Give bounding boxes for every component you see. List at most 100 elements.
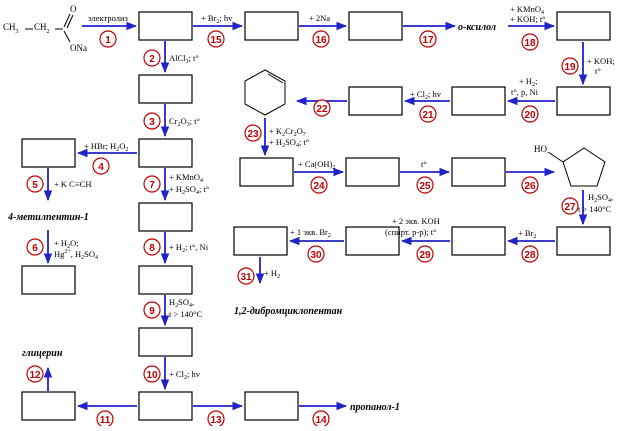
compound-boxes <box>21 11 611 421</box>
box-r2-left <box>348 86 403 116</box>
step-6: 6 <box>26 238 44 256</box>
svg-text:9: 9 <box>149 306 155 317</box>
label-step-4: + HBr; H2O2 <box>84 141 128 153</box>
svg-text:28: 28 <box>524 250 536 261</box>
label-step-1: электролиз <box>88 13 129 23</box>
label-step-25: t° <box>421 159 427 169</box>
svg-text:13: 13 <box>210 415 222 426</box>
box-r3-3 <box>451 157 506 187</box>
label-step-9a: H2SO4, <box>169 297 194 309</box>
step-27: 27 <box>561 197 579 215</box>
label-step-15: + Br2; hv <box>201 13 233 25</box>
box-r4-right <box>556 226 611 256</box>
product-propanol: пропанол-1 <box>350 402 400 413</box>
box-c-5 <box>138 265 193 295</box>
label-step-30: + 1 экв. Br2 <box>290 227 331 239</box>
svg-text:25: 25 <box>419 181 431 192</box>
cyclohexene-structure <box>244 69 286 116</box>
svg-text:1: 1 <box>105 35 111 46</box>
svg-text:5: 5 <box>32 180 38 191</box>
step-21: 21 <box>419 105 437 123</box>
box-left-2 <box>21 265 76 295</box>
step-11: 11 <box>96 410 114 428</box>
label-step-18b: + KOH; t° <box>510 14 546 24</box>
label-step-20b: t°, p, Ni <box>511 87 539 97</box>
product-names: о-ксилол 4-метилпентин-1 глицерин пропан… <box>7 22 496 413</box>
label-step-18a: + KMnO4 <box>510 4 544 16</box>
step-7: 7 <box>143 175 161 193</box>
step-5: 5 <box>26 175 44 193</box>
label-step-3: Cr2O3; t° <box>169 116 200 128</box>
box-r4-mid <box>451 226 506 256</box>
step-19: 19 <box>561 57 579 75</box>
svg-text:23: 23 <box>247 129 259 140</box>
label-step-7a: + KMnO4 <box>169 172 203 184</box>
reaction-arrows <box>43 21 588 411</box>
svg-text:14: 14 <box>315 415 327 426</box>
box-r3-2 <box>345 157 400 187</box>
label-step-16: + 2Na <box>309 13 330 23</box>
step-16: 16 <box>312 30 330 48</box>
box-c-4 <box>138 202 193 232</box>
box-r1-c2 <box>244 11 299 41</box>
label-step-9b: t > 140°C <box>169 309 203 319</box>
label-step-23b: + H2SO4; t° <box>269 137 309 149</box>
svg-text:20: 20 <box>524 110 536 121</box>
box-r4-2 <box>345 226 400 256</box>
label-step-5: + K C≡CH <box>54 179 91 189</box>
product-methylpentyne: 4-метилпентин-1 <box>7 212 89 223</box>
step-30: 30 <box>307 245 325 263</box>
svg-text:CH3: CH3 <box>3 22 19 35</box>
step-31: 31 <box>237 267 255 285</box>
label-step-10: + Cl2; hv <box>169 369 201 381</box>
box-c-7 <box>138 391 193 421</box>
label-step-7b: + H2SO4; t° <box>169 184 209 196</box>
step-17: 17 <box>419 30 437 48</box>
label-step-27a: H2SO4, <box>588 192 613 204</box>
step-28: 28 <box>521 245 539 263</box>
svg-text:30: 30 <box>310 250 322 261</box>
box-r1-c1 <box>138 11 193 41</box>
step-12: 12 <box>26 365 44 383</box>
svg-text:12: 12 <box>29 370 41 381</box>
svg-text:24: 24 <box>313 181 325 192</box>
step-3: 3 <box>143 112 161 130</box>
svg-text:31: 31 <box>240 272 252 283</box>
svg-text:17: 17 <box>422 35 434 46</box>
box-r1-c5 <box>556 11 611 41</box>
product-glycerol: глицерин <box>22 348 63 359</box>
step-14: 14 <box>312 410 330 428</box>
svg-text:16: 16 <box>315 35 327 46</box>
label-step-29a: + 2 экв. KOH <box>392 216 440 226</box>
label-step-31: + H2 <box>264 268 280 280</box>
svg-text:O: O <box>70 4 77 14</box>
label-step-24: + Ca(OH)2 <box>298 159 335 171</box>
box-left-1 <box>21 138 76 168</box>
svg-text:CH2: CH2 <box>34 22 50 35</box>
svg-text:ONa: ONa <box>70 43 87 53</box>
step-8: 8 <box>143 238 161 256</box>
svg-text:22: 22 <box>316 104 328 115</box>
svg-text:26: 26 <box>524 181 536 192</box>
svg-text:2: 2 <box>149 54 155 65</box>
step-24: 24 <box>310 176 328 194</box>
svg-text:HO: HO <box>534 144 547 154</box>
step-10: 10 <box>143 365 161 383</box>
svg-text:19: 19 <box>564 62 576 73</box>
box-c-3 <box>138 138 193 168</box>
step-1: 1 <box>99 30 117 48</box>
step-13: 13 <box>207 410 225 428</box>
label-step-2: AlCl3; t° <box>169 53 199 65</box>
step-4: 4 <box>92 157 110 175</box>
box-r3-1 <box>239 157 294 187</box>
product-dibromocyclopentane: 1,2-дибромциклопентан <box>234 306 343 317</box>
label-step-21: + Cl2; hv <box>410 89 442 101</box>
svg-text:29: 29 <box>419 250 431 261</box>
label-step-27b: t > 140°C <box>578 204 612 214</box>
box-c-6 <box>138 327 193 357</box>
label-step-28: + Br2 <box>518 228 536 240</box>
box-bottom-left <box>21 391 76 421</box>
reagent-labels: электролиз + Br2; hv + 2Na + KMnO4 + KOH… <box>54 4 615 381</box>
step-9: 9 <box>143 301 161 319</box>
svg-text:18: 18 <box>524 38 536 49</box>
